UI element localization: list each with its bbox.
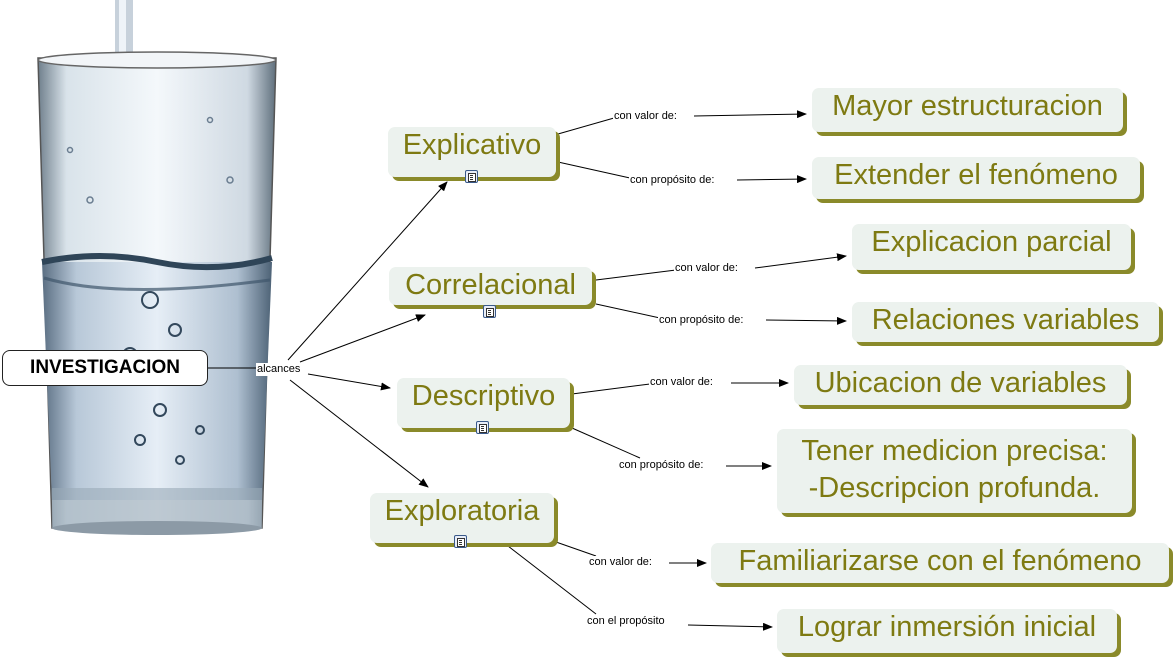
link-label-proposito: con propósito de: [658, 314, 745, 327]
leaf-node-mayor-estructuracion[interactable]: Mayor estructuracion [812, 88, 1123, 132]
link-label-alcances: alcances [256, 363, 302, 376]
root-node-investigacion[interactable]: INVESTIGACION [2, 350, 208, 386]
leaf-label: Ubicacion de variables [814, 367, 1107, 399]
leaf-label: Mayor estructuracion [832, 90, 1103, 122]
glass-of-water-image [37, 0, 277, 535]
leaf-node-familiarizarse[interactable]: Familiarizarse con el fenómeno [711, 543, 1169, 583]
document-icon[interactable] [465, 170, 478, 183]
document-icon[interactable] [476, 421, 489, 434]
link-label-proposito: con propósito de: [629, 174, 716, 187]
link-label-valor: con valor de: [649, 376, 714, 389]
link-label-valor: con valor de: [613, 110, 678, 123]
concept-label: Correlacional [405, 269, 576, 301]
concept-node-explicativo[interactable]: Explicativo [388, 127, 556, 177]
concept-label: Explicativo [402, 129, 542, 161]
leaf-label: Explicacion parcial [871, 226, 1112, 258]
leaf-node-explicacion-parcial[interactable]: Explicacion parcial [852, 224, 1131, 270]
link-label-proposito: con propósito de: [618, 459, 705, 472]
leaf-label: Extender el fenómeno [834, 159, 1118, 191]
concept-label: Descriptivo [411, 380, 556, 412]
leaf-label: Familiarizarse con el fenómeno [738, 545, 1142, 577]
link-label-valor: con valor de: [674, 262, 739, 275]
leaf-node-lograr-inmersion[interactable]: Lograr inmersión inicial [777, 609, 1117, 653]
concept-node-correlacional[interactable]: Correlacional [389, 267, 592, 305]
link-label-el-proposito: con el propósito [586, 615, 666, 628]
leaf-node-relaciones-variables[interactable]: Relaciones variables [852, 302, 1159, 342]
leaf-node-tener-medicion[interactable]: Tener medicion precisa: -Descripcion pro… [777, 429, 1132, 513]
concept-label: Exploratoria [384, 495, 540, 527]
leaf-node-extender-fenomeno[interactable]: Extender el fenómeno [812, 157, 1140, 199]
leaf-label: Lograr inmersión inicial [797, 611, 1097, 643]
leaf-label: Relaciones variables [871, 304, 1140, 336]
leaf-node-ubicacion-variables[interactable]: Ubicacion de variables [794, 365, 1127, 405]
concept-node-descriptivo[interactable]: Descriptivo [397, 378, 570, 428]
document-icon[interactable] [483, 305, 496, 318]
link-label-valor: con valor de: [588, 556, 653, 569]
leaf-label-line2: -Descripcion profunda. [808, 472, 1101, 504]
document-icon[interactable] [454, 535, 467, 548]
leaf-label-line1: Tener medicion precisa: [801, 435, 1108, 467]
concept-node-exploratoria[interactable]: Exploratoria [370, 493, 554, 543]
